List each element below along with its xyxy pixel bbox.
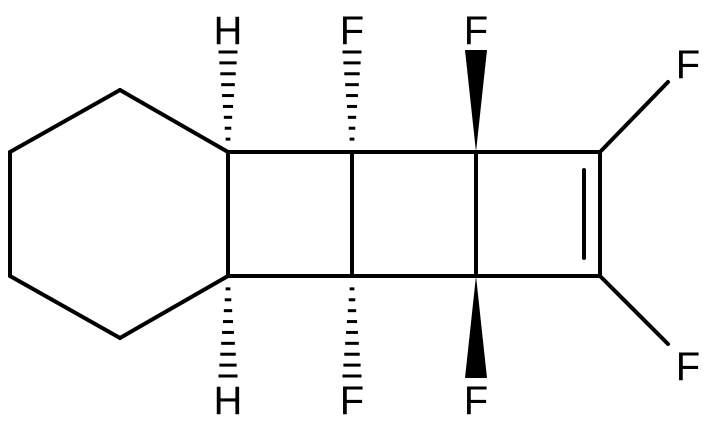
bond — [8, 274, 122, 340]
wedge-bond-down — [465, 276, 487, 378]
atom-label-f: F — [340, 379, 364, 423]
atom-label-h: H — [214, 9, 243, 53]
wedge-bond-up — [465, 50, 487, 152]
atom-label-h: H — [214, 379, 243, 423]
atom-label-f: F — [464, 9, 488, 53]
cyclohexane-ring — [8, 88, 230, 340]
cyclobutene-ring — [474, 80, 670, 346]
atom-label-f: F — [340, 9, 364, 53]
atom-label-f: F — [464, 379, 488, 423]
hash-bonds — [218, 50, 362, 378]
bond-to-f — [598, 80, 670, 154]
bond — [118, 274, 230, 340]
atom-label-f: F — [676, 345, 700, 389]
atom-labels: H F F F F F F H — [214, 9, 701, 423]
wedge-bonds — [465, 50, 487, 378]
cyclobutane-rings — [226, 150, 478, 278]
bond-to-f — [598, 274, 670, 346]
bond — [118, 88, 230, 154]
bond — [8, 88, 122, 154]
atom-label-f: F — [676, 43, 700, 87]
